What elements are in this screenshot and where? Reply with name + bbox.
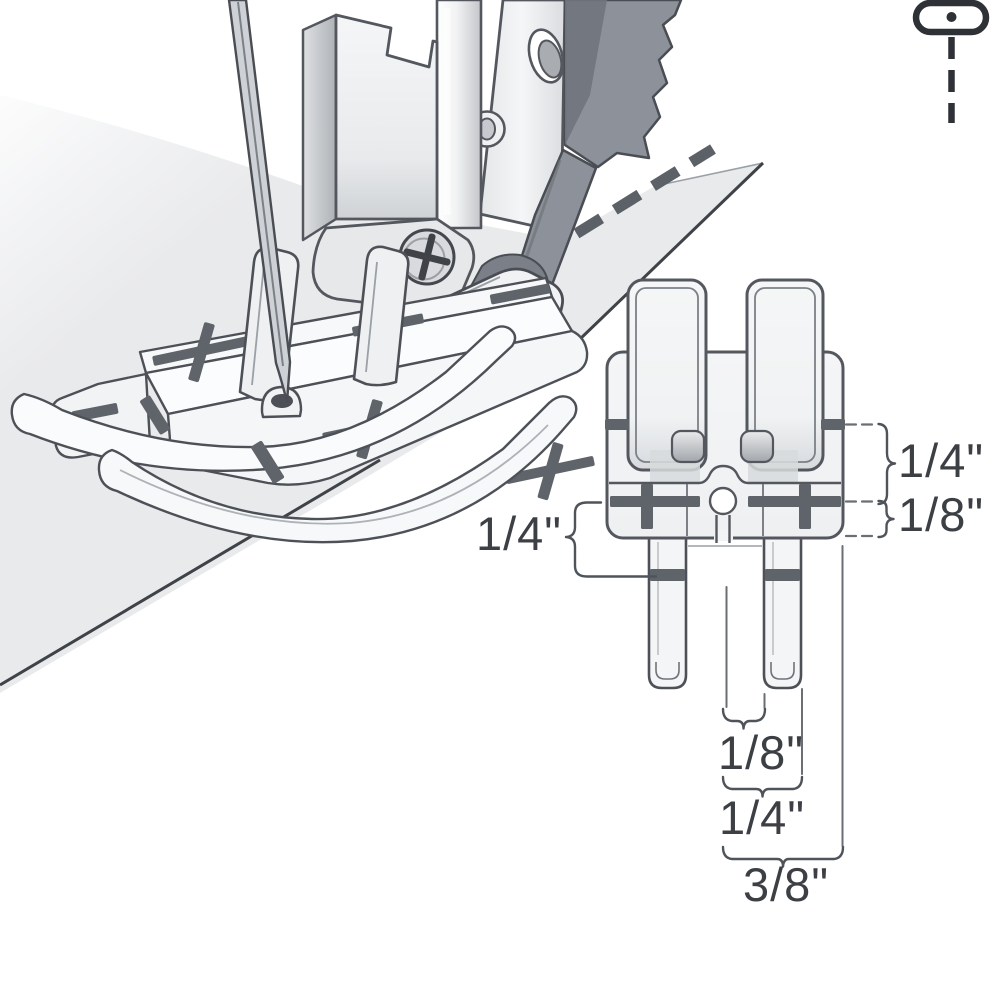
screw-icon (912, 0, 990, 123)
right-extension-dashes (844, 423, 877, 538)
foot-front-view (605, 278, 845, 690)
leg-left-tip-line (655, 662, 680, 680)
ankle-side-face (301, 13, 338, 242)
needle-hole-perspective (271, 394, 293, 408)
stitch-dashed-line-icon (497, 144, 716, 286)
dimension-label-bottom-inner: 1/8" (718, 726, 804, 779)
dimension-label-right-lower: 1/8" (898, 488, 984, 541)
side-tick-right (821, 419, 845, 430)
leg-tick-left (650, 569, 685, 581)
fabric-lower-edge (0, 458, 381, 687)
toe-curve-inner-line (119, 424, 549, 525)
machine-head (301, 0, 683, 347)
brace-right-lower (877, 499, 895, 539)
presser-foot-perspective (10, 245, 595, 544)
prong-tab-right (739, 429, 775, 464)
brace-right-upper (877, 422, 897, 506)
cross-bar-left-h (610, 496, 700, 507)
cross-bar-left-v (641, 484, 653, 529)
phillips-cross (403, 233, 451, 281)
leg-tick-right (765, 569, 800, 581)
side-tick-left (605, 419, 629, 430)
sole-arch-line (609, 464, 841, 485)
front-leg-left (647, 536, 688, 690)
brace-bottom-outer (721, 845, 845, 868)
front-leg-right (762, 536, 803, 690)
dimension-label-right-upper: 1/4" (898, 434, 984, 487)
needle-center-line (237, 1, 284, 367)
ankle-front-face (334, 13, 439, 221)
leg-right-tip-line (770, 662, 795, 680)
dimension-label-bottom-outer: 3/8" (743, 858, 829, 911)
dimension-label-left: 1/4" (476, 507, 562, 560)
dimension-annotations (564, 422, 897, 868)
dimension-label-bottom-middle: 1/4" (719, 791, 805, 844)
bottom-extension-lines (725, 545, 844, 847)
dimension-labels: 1/4" 1/8" 1/4" 1/8" 1/4" 3/8" (476, 434, 984, 911)
brace-bottom-middle (721, 775, 804, 798)
prong-left-inner-line (251, 263, 265, 386)
toe-guide-marks (140, 395, 284, 484)
brace-bottom-inner (721, 707, 767, 730)
prong-right-inner-line (365, 261, 378, 373)
front-guide-marks (605, 419, 845, 581)
front-needle-hole (708, 486, 738, 516)
housing-oval-hole (527, 28, 565, 84)
screw-center-dot (946, 12, 957, 22)
cross-bar-right-h (748, 496, 841, 507)
foot-toe-curve-back (10, 325, 517, 473)
fabric-top-edge (654, 162, 764, 187)
prong-tab-left (670, 429, 706, 464)
needle (227, 0, 292, 403)
machine-body-shadow (565, 0, 607, 145)
cross-bar-right-v (799, 484, 811, 529)
fabric-right-edge (550, 161, 765, 368)
foot-toe-curve-front (97, 395, 578, 544)
brace-left (564, 501, 658, 578)
slot-opening (714, 530, 733, 541)
